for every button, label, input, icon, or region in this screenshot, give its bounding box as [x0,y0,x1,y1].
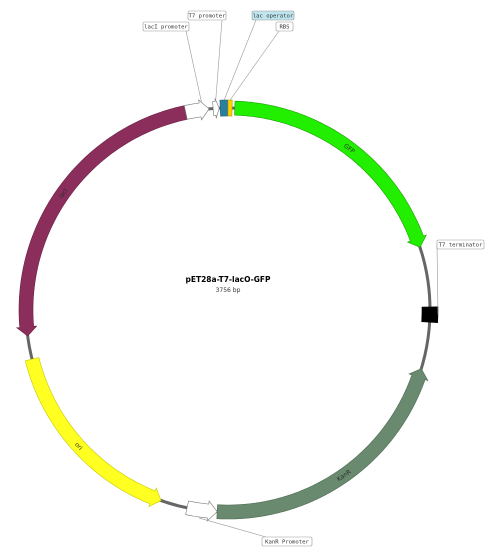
callout-line-laci-promoter [185,30,202,102]
callout-line-kanr-promoter [199,517,267,538]
callout-line-rbs [229,30,280,101]
feature-ori[interactable] [24,357,162,508]
feature-lac-operator[interactable] [219,99,229,117]
feature-laci-promoter[interactable] [183,99,210,121]
callout-box-laci-promoter[interactable] [142,21,190,32]
plasmid-size: 3756 bp [216,287,241,294]
feature-t7-promoter[interactable] [212,98,220,119]
feature-gfp[interactable] [234,100,427,248]
callout-line-lac-operator [223,19,257,101]
center-label: pET28a-T7-lacO-GFP 3756 bp [185,275,271,294]
callout-line-t7-promoter [215,19,223,101]
callout-box-t7-promoter[interactable] [187,10,227,21]
plasmid-name: pET28a-T7-lacO-GFP [185,275,271,284]
callout-label-lac-operator: lac operator [253,14,294,20]
feature-label-lacl: lacI [58,187,70,200]
callout-line-t7-terminator [436,244,439,315]
feature-t7-terminator[interactable] [421,306,439,323]
callout-label-t7-terminator: T7 terminator [439,243,483,249]
feature-lacl[interactable] [15,105,188,337]
feature-kanr[interactable] [216,368,429,520]
callout-label-rbs: RBS [279,25,289,31]
feature-kanr-promoter[interactable] [185,500,218,522]
callout-box-kanr-promoter[interactable] [261,536,313,547]
feature-rbs[interactable] [227,99,233,117]
callout-label-kanr-promoter: KanR Promoter [265,540,309,546]
callout-box-lac-operator[interactable] [251,10,295,21]
feature-label-ori: ori [73,441,84,452]
callout-label-laci-promoter: lacI promoter [144,25,188,31]
callout-label-t7-promoter: T7 promoter [188,14,226,20]
callout-box-t7-terminator[interactable] [436,239,485,250]
callout-box-rbs[interactable] [275,21,294,32]
